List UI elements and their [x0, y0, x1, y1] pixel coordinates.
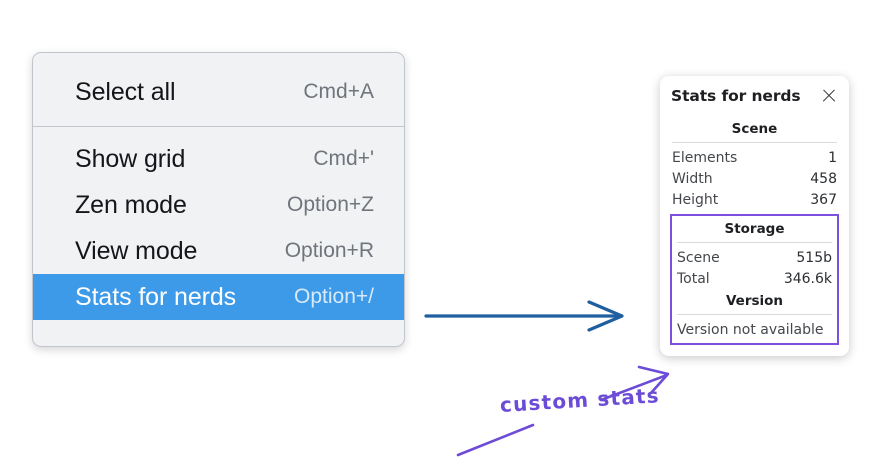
menu-item-shortcut: Cmd+'	[313, 147, 374, 170]
menu-item-shortcut: Option+R	[284, 239, 374, 262]
scene-divider	[672, 142, 837, 143]
storage-divider	[677, 242, 832, 243]
menu-item-show-grid[interactable]: Show grid Cmd+'	[33, 136, 404, 182]
custom-stats-highlight-box: Storage Scene 515b Total 346.6k Version …	[670, 214, 839, 345]
stats-row-height: Height 367	[671, 189, 838, 210]
menu-item-stats-for-nerds[interactable]: Stats for nerds Option+/	[33, 274, 404, 320]
menu-bottom-padding	[33, 320, 404, 339]
menu-item-shortcut: Option+Z	[287, 193, 374, 216]
menu-item-select-all[interactable]: Select all Cmd+A	[33, 69, 404, 115]
stats-row-value: 367	[810, 191, 837, 208]
version-heading: Version	[725, 293, 784, 309]
menu-item-shortcut: Option+/	[294, 285, 374, 308]
purple-underline-stroke	[456, 423, 535, 457]
storage-heading: Storage	[724, 221, 785, 237]
stats-row-value: 346.6k	[783, 270, 832, 287]
menu-item-zen-mode[interactable]: Zen mode Option+Z	[33, 182, 404, 228]
stats-row-label: Scene	[677, 249, 720, 266]
stats-row-label: Total	[677, 270, 710, 287]
menu-item-label: View mode	[75, 236, 198, 265]
stats-row-value: 1	[828, 149, 837, 166]
stats-for-nerds-panel: Stats for nerds Scene Elements 1 Width 4…	[660, 76, 849, 356]
menu-item-shortcut: Cmd+A	[303, 80, 374, 103]
version-note: Version not available	[677, 322, 824, 338]
context-menu-section-2: Show grid Cmd+' Zen mode Option+Z View m…	[33, 126, 404, 339]
close-icon[interactable]	[820, 87, 838, 105]
scene-heading: Scene	[731, 121, 778, 137]
menu-item-label: Select all	[75, 77, 176, 106]
stats-row-value: 515b	[796, 249, 832, 266]
custom-stats-annotation-label: custom stats	[499, 383, 661, 417]
stats-row-label: Elements	[672, 149, 738, 166]
stats-panel-title: Stats for nerds	[671, 87, 801, 105]
stats-row-elements: Elements 1	[671, 147, 838, 168]
stats-row-label: Width	[672, 170, 713, 187]
context-menu-section-1: Select all Cmd+A	[33, 59, 404, 126]
blue-arrow-to-stats-panel	[424, 300, 624, 332]
stats-row-storage-total: Total 346.6k	[676, 268, 833, 289]
menu-item-label: Show grid	[75, 144, 186, 173]
version-divider	[677, 314, 832, 315]
stats-row-label: Height	[672, 191, 719, 208]
menu-item-view-mode[interactable]: View mode Option+R	[33, 228, 404, 274]
stats-row-storage-scene: Scene 515b	[676, 247, 833, 268]
stats-row-value: 458	[810, 170, 837, 187]
context-menu[interactable]: Select all Cmd+A Show grid Cmd+' Zen mod…	[32, 52, 405, 347]
menu-item-label: Zen mode	[75, 190, 187, 219]
stats-row-width: Width 458	[671, 168, 838, 189]
stats-panel-titlebar: Stats for nerds	[670, 87, 839, 105]
menu-item-label: Stats for nerds	[75, 282, 237, 311]
stats-group-scene: Scene Elements 1 Width 458 Height 367	[670, 117, 839, 210]
